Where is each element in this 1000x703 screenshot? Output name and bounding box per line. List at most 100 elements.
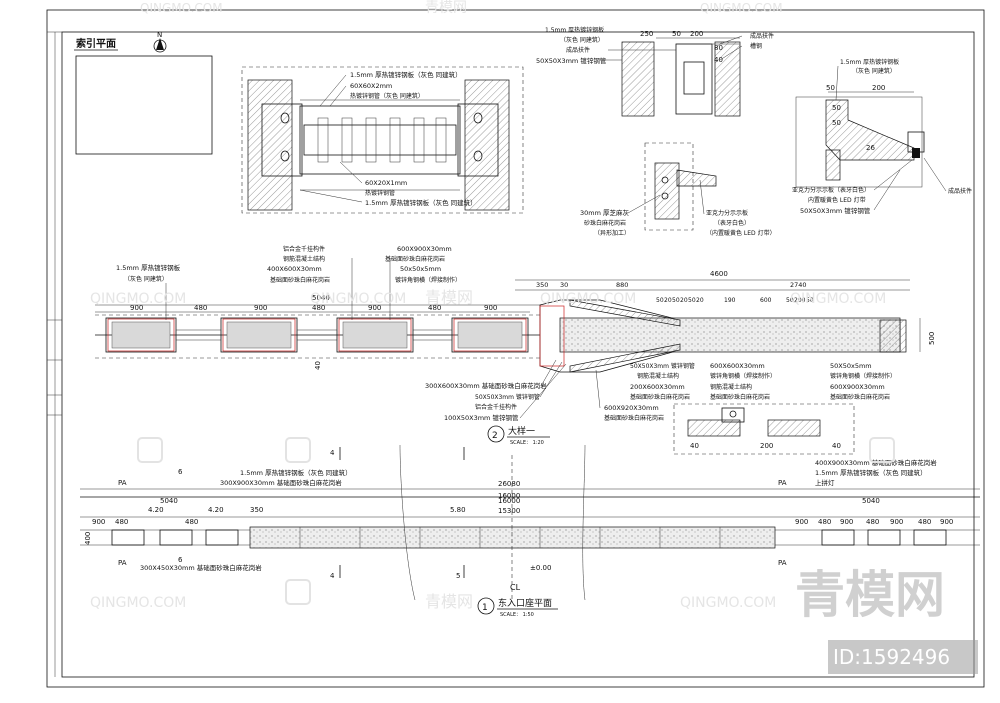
svg-text:QINGMO.COM: QINGMO.COM: [90, 291, 186, 307]
svg-text:PA: PA: [778, 559, 787, 567]
svg-text:1.5mm 厚热镀锌钢板: 1.5mm 厚热镀锌钢板: [545, 26, 604, 34]
svg-text:5040: 5040: [312, 294, 330, 302]
svg-text:50X50X3mm 镀锌钢管: 50X50X3mm 镀锌钢管: [475, 393, 540, 401]
svg-text:2740: 2740: [790, 281, 807, 289]
svg-text:（异形加工）: （异形加工）: [594, 229, 630, 237]
svg-text:SCALE： 1:50: SCALE： 1:50: [500, 612, 534, 618]
svg-text:4: 4: [330, 449, 335, 457]
svg-text:50: 50: [832, 104, 841, 112]
watermark-logo: 青模网: [795, 566, 945, 624]
detail-right-sign: 1.5mm 厚热镀锌钢板 （灰色 同建筑） 50 200 50 50 26 亚克…: [792, 58, 972, 215]
watermarks: QINGMO.COM QINGMO.COM QINGMO.COM QINGMO.…: [90, 0, 945, 624]
svg-text:300X450X30mm 基础面砂珠白麻花岗岩: 300X450X30mm 基础面砂珠白麻花岗岩: [140, 563, 262, 572]
svg-text:200: 200: [760, 442, 773, 450]
mid-piers: [105, 317, 529, 353]
svg-text:50X50x5mm: 50X50x5mm: [830, 362, 872, 370]
svg-text:大样一: 大样一: [508, 425, 535, 437]
svg-text:900: 900: [890, 518, 903, 526]
svg-text:40: 40: [690, 442, 699, 450]
svg-text:50: 50: [656, 297, 664, 304]
svg-text:基础面砂珠白麻花岗岩: 基础面砂珠白麻花岗岩: [630, 393, 690, 401]
svg-text:60X60X2mm: 60X60X2mm: [350, 82, 392, 90]
svg-text:镀锌角钢横（焊接制作）: 镀锌角钢横（焊接制作）: [710, 372, 776, 380]
svg-text:东入口座平面: 东入口座平面: [498, 597, 552, 609]
svg-text:QINGMO.COM: QINGMO.COM: [310, 291, 406, 307]
svg-text:50: 50: [672, 297, 680, 304]
svg-text:4.20: 4.20: [208, 506, 224, 514]
svg-text:4: 4: [330, 572, 335, 580]
svg-text:成品扶件: 成品扶件: [750, 32, 774, 40]
svg-text:5040: 5040: [160, 497, 178, 505]
svg-text:热镀锌钢管: 热镀锌钢管: [365, 189, 395, 197]
svg-text:钢筋混凝土结构: 钢筋混凝土结构: [283, 255, 325, 263]
svg-text:（灰色 同建筑）: （灰色 同建筑）: [852, 67, 896, 75]
svg-text:50X50X3mm 镀锌钢管: 50X50X3mm 镀锌钢管: [630, 362, 695, 370]
svg-text:600: 600: [760, 297, 772, 304]
detail-right-top: 1.5mm 厚热镀锌钢板 （灰色 同建筑） 成品扶件 50X50X3mm 镀锌钢…: [536, 26, 774, 117]
svg-text:N: N: [157, 31, 162, 39]
svg-text:60X20X1mm: 60X20X1mm: [365, 179, 407, 187]
svg-text:钢筋混凝土结构: 钢筋混凝土结构: [710, 383, 752, 391]
svg-text:铝合金千挂构件: 铝合金千挂构件: [283, 245, 325, 253]
svg-text:400: 400: [84, 532, 92, 545]
svg-text:50x50x5mm: 50x50x5mm: [400, 265, 441, 273]
svg-text:26080: 26080: [498, 480, 520, 488]
svg-text:50X50X3mm 镀锌钢管: 50X50X3mm 镀锌钢管: [800, 206, 871, 215]
svg-text:900: 900: [92, 518, 105, 526]
svg-text:80: 80: [714, 44, 723, 52]
svg-text:PA: PA: [778, 479, 787, 487]
svg-text:200: 200: [690, 30, 703, 38]
plan-mid: 1.5mm 厚热镀锌钢板 （灰色 同建筑） 铝合金千挂构件 钢筋混凝土结构 40…: [95, 245, 936, 455]
svg-text:1: 1: [482, 603, 488, 613]
svg-text:250: 250: [640, 30, 653, 38]
north-arrow-icon: [153, 38, 167, 53]
svg-text:QINGMO.COM: QINGMO.COM: [680, 595, 776, 611]
logo-icon: [137, 437, 895, 605]
svg-text:5: 5: [456, 572, 460, 580]
svg-text:PA: PA: [118, 559, 127, 567]
svg-text:基础面砂珠白麻花岗岩: 基础面砂珠白麻花岗岩: [604, 414, 664, 422]
svg-text:20: 20: [696, 297, 704, 304]
detail-mid-small: 30mm 厚芝麻灰 砂珠白麻花岗岩 （异形加工） 亚克力分示示板 （表牙白色） …: [580, 142, 776, 237]
svg-text:50: 50: [826, 84, 835, 92]
svg-text:900: 900: [130, 304, 143, 312]
svg-text:基础面砂珠白麻花岗岩: 基础面砂珠白麻花岗岩: [385, 255, 445, 263]
svg-text:16000: 16000: [498, 497, 520, 505]
svg-text:6: 6: [178, 556, 183, 564]
svg-text:350: 350: [250, 506, 263, 514]
svg-text:30: 30: [560, 281, 568, 289]
svg-text:SCALE： 1:20: SCALE： 1:20: [510, 440, 544, 446]
svg-text:铝合金千挂构件: 铝合金千挂构件: [475, 403, 517, 411]
svg-text:50: 50: [672, 30, 681, 38]
svg-text:480: 480: [918, 518, 931, 526]
svg-text:青模网: 青模网: [425, 0, 467, 16]
title-strip: [47, 319, 62, 416]
svg-text:（灰色 同建筑）: （灰色 同建筑）: [560, 36, 604, 44]
svg-text:50X50X3mm 镀锌钢管: 50X50X3mm 镀锌钢管: [536, 56, 607, 65]
svg-text:成品扶件: 成品扶件: [948, 187, 972, 195]
svg-text:900: 900: [795, 518, 808, 526]
svg-text:亚克力分示示板（表牙白色）: 亚克力分示示板（表牙白色）: [792, 186, 870, 194]
svg-text:15300: 15300: [498, 507, 520, 515]
sheet-border: [46, 9, 985, 688]
svg-text:（内置暖黄色 LED 灯带）: （内置暖黄色 LED 灯带）: [706, 229, 776, 237]
svg-text:基础面砂珠白麻花岗岩: 基础面砂珠白麻花岗岩: [830, 393, 890, 401]
svg-text:5040: 5040: [862, 497, 880, 505]
svg-text:350: 350: [536, 281, 548, 289]
svg-text:青模网: 青模网: [425, 592, 473, 611]
svg-text:480: 480: [185, 518, 198, 526]
svg-text:基础面砂珠白麻花岗岩: 基础面砂珠白麻花岗岩: [710, 393, 770, 401]
svg-text:200X600X30mm: 200X600X30mm: [630, 383, 685, 391]
image-id: ID:1592496: [833, 645, 950, 669]
svg-text:480: 480: [818, 518, 831, 526]
svg-text:±0.00: ±0.00: [530, 564, 551, 572]
index-plan: 索引平面 N: [74, 31, 213, 155]
svg-text:热镀锌钢管（灰色 同建筑）: 热镀锌钢管（灰色 同建筑）: [350, 92, 424, 100]
svg-text:亚克力分示示板: 亚克力分示示板: [706, 209, 748, 217]
svg-text:QINGMO.COM: QINGMO.COM: [540, 291, 636, 307]
svg-text:4.20: 4.20: [148, 506, 164, 514]
svg-text:QINGMO.COM: QINGMO.COM: [700, 1, 783, 15]
svg-text:600X920X30mm: 600X920X30mm: [604, 404, 659, 412]
svg-text:300X900X30mm 基础面砂珠白麻花岗岩: 300X900X30mm 基础面砂珠白麻花岗岩: [220, 478, 342, 487]
